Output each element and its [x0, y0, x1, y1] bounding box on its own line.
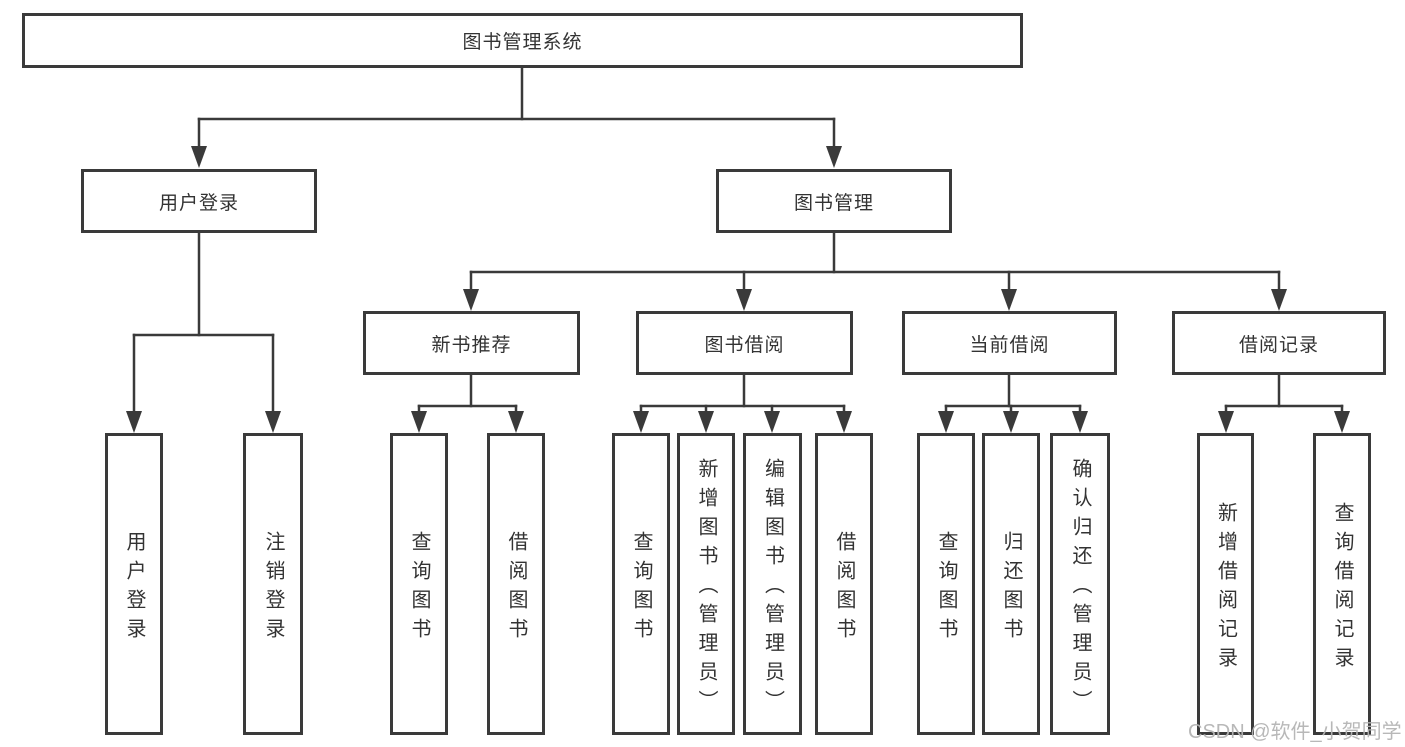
node-label: 编辑图书（管理员）: [761, 458, 784, 719]
arrow-down-icon: [938, 411, 954, 433]
node-leaf-edit-books-admin: 编辑图书（管理员）: [743, 433, 802, 735]
connector-book-management-to-level3: [463, 231, 1287, 311]
node-book-management-branch: 图书管理: [716, 169, 952, 233]
arrow-down-icon: [265, 411, 281, 433]
node-leaf-query-books-recommend: 查询图书: [390, 433, 448, 735]
node-label: 借阅记录: [1238, 334, 1319, 356]
node-borrow-records: 借阅记录: [1172, 311, 1386, 375]
node-user-login-branch: 用户登录: [81, 169, 317, 233]
node-label: 新增借阅记录: [1214, 501, 1237, 676]
connector-root-to-level2: [191, 66, 842, 168]
node-label: 借阅图书: [833, 530, 855, 647]
connector-current-borrowing-to-leaves: [938, 373, 1088, 433]
node-label: 借阅图书: [505, 530, 527, 647]
node-label: 图书管理: [793, 192, 874, 214]
arrow-down-icon: [1003, 411, 1019, 433]
node-leaf-user-login: 用户登录: [105, 433, 163, 735]
node-new-book-recommend: 新书推荐: [363, 311, 580, 375]
arrow-down-icon: [1271, 289, 1287, 311]
arrow-down-icon: [411, 411, 427, 433]
node-book-borrowing: 图书借阅: [636, 311, 853, 375]
node-leaf-add-borrow-record: 新增借阅记录: [1197, 433, 1254, 735]
arrow-down-icon: [191, 146, 207, 168]
node-label: 图书管理系统: [462, 32, 583, 53]
node-label: 新增图书（管理员）: [695, 458, 717, 719]
arrow-down-icon: [508, 411, 524, 433]
node-leaf-query-books-current: 查询图书: [917, 433, 975, 735]
node-label: 查询借阅记录: [1331, 501, 1353, 676]
arrow-down-icon: [633, 411, 649, 433]
node-label: 用户登录: [158, 192, 239, 214]
node-label: 确认归还（管理员）: [1069, 458, 1091, 719]
connector-user-login-to-leaves: [126, 231, 281, 433]
node-leaf-logout: 注销登录: [243, 433, 303, 735]
node-label: 查询图书: [630, 530, 652, 647]
node-leaf-query-books-borrowing: 查询图书: [612, 433, 670, 735]
node-label: 归还图书: [1000, 530, 1022, 647]
arrow-down-icon: [1334, 411, 1350, 433]
watermark-text: CSDN @软件_小贺同学: [1188, 721, 1402, 743]
arrow-down-icon: [764, 411, 780, 433]
arrow-down-icon: [1218, 411, 1234, 433]
node-label: 用户登录: [123, 530, 145, 647]
node-current-borrowing: 当前借阅: [902, 311, 1117, 375]
connector-new-book-recommend-to-leaves: [411, 373, 524, 433]
arrow-down-icon: [698, 411, 714, 433]
node-leaf-query-borrow-record: 查询借阅记录: [1313, 433, 1371, 735]
node-label: 新书推荐: [431, 334, 512, 356]
node-label: 注销登录: [262, 530, 284, 647]
arrow-down-icon: [836, 411, 852, 433]
node-leaf-return-books: 归还图书: [982, 433, 1040, 735]
node-leaf-borrow-books-recommend: 借阅图书: [487, 433, 545, 735]
arrow-down-icon: [826, 146, 842, 168]
arrow-down-icon: [1001, 289, 1017, 311]
node-leaf-confirm-return-admin: 确认归还（管理员）: [1050, 433, 1110, 735]
node-leaf-add-books-admin: 新增图书（管理员）: [677, 433, 735, 735]
arrow-down-icon: [1072, 411, 1088, 433]
node-label: 查询图书: [935, 530, 957, 647]
node-label: 图书借阅: [704, 334, 785, 356]
node-leaf-borrow-books: 借阅图书: [815, 433, 873, 735]
node-library-management-system: 图书管理系统: [22, 13, 1023, 68]
connector-book-borrowing-to-leaves: [633, 373, 852, 433]
arrow-down-icon: [736, 289, 752, 311]
arrow-down-icon: [126, 411, 142, 433]
node-label: 当前借阅: [969, 334, 1050, 356]
node-label: 查询图书: [408, 530, 430, 647]
arrow-down-icon: [463, 289, 479, 311]
connector-borrow-records-to-leaves: [1218, 373, 1350, 433]
